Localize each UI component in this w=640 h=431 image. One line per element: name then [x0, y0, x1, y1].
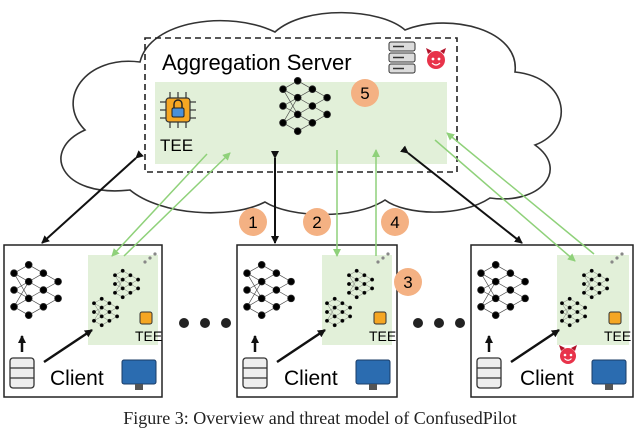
server-title: Aggregation Server	[162, 50, 352, 75]
server-boundary	[144, 37, 458, 173]
svg-text:5: 5	[360, 84, 369, 103]
data-arrow	[510, 328, 560, 364]
svg-text:3: 3	[403, 273, 412, 292]
step-badge-1: 1	[239, 208, 267, 236]
client-3-label: Client	[520, 367, 574, 390]
data-arrow	[43, 328, 93, 364]
more-clients-ellipsis	[179, 318, 465, 328]
green-arrow-down-3	[434, 139, 576, 262]
step-badge-4: 4	[381, 208, 409, 236]
step-badge-5: 5	[351, 79, 379, 107]
client-1-label: Client	[50, 367, 104, 390]
model-sync-arrow-3	[400, 145, 523, 244]
client-tee-chip-icon	[139, 311, 622, 325]
server-enclave-panel	[155, 82, 447, 164]
client-box-2	[236, 244, 398, 398]
server-tee-label: TEE	[160, 136, 194, 155]
tee-chip-lock-icon	[160, 92, 196, 128]
step-badge-2: 2	[303, 208, 331, 236]
green-arrow-down-1	[111, 153, 208, 257]
computer-monitor-icon	[121, 359, 627, 390]
svg-text:1: 1	[248, 213, 257, 232]
step-badge-3: 3	[394, 268, 422, 296]
svg-text:2: 2	[312, 213, 321, 232]
svg-text:4: 4	[390, 213, 399, 232]
client-1-tee-label: TEE	[135, 328, 163, 344]
client-3-tee-label: TEE	[604, 328, 632, 344]
model-sync-arrow-1	[41, 150, 144, 244]
client-2-label: Client	[284, 367, 338, 390]
figure-caption: Figure 3: Overview and threat model of C…	[123, 408, 517, 428]
green-arrow-up-3	[446, 132, 595, 255]
malicious-devil-icon	[426, 48, 446, 69]
more-dots-icon	[143, 252, 624, 264]
data-arrow	[276, 328, 326, 364]
server-rack-icon	[388, 41, 416, 74]
database-icon	[9, 357, 502, 389]
client-2-tee-label: TEE	[369, 328, 397, 344]
green-arrow-up-1	[123, 152, 231, 257]
